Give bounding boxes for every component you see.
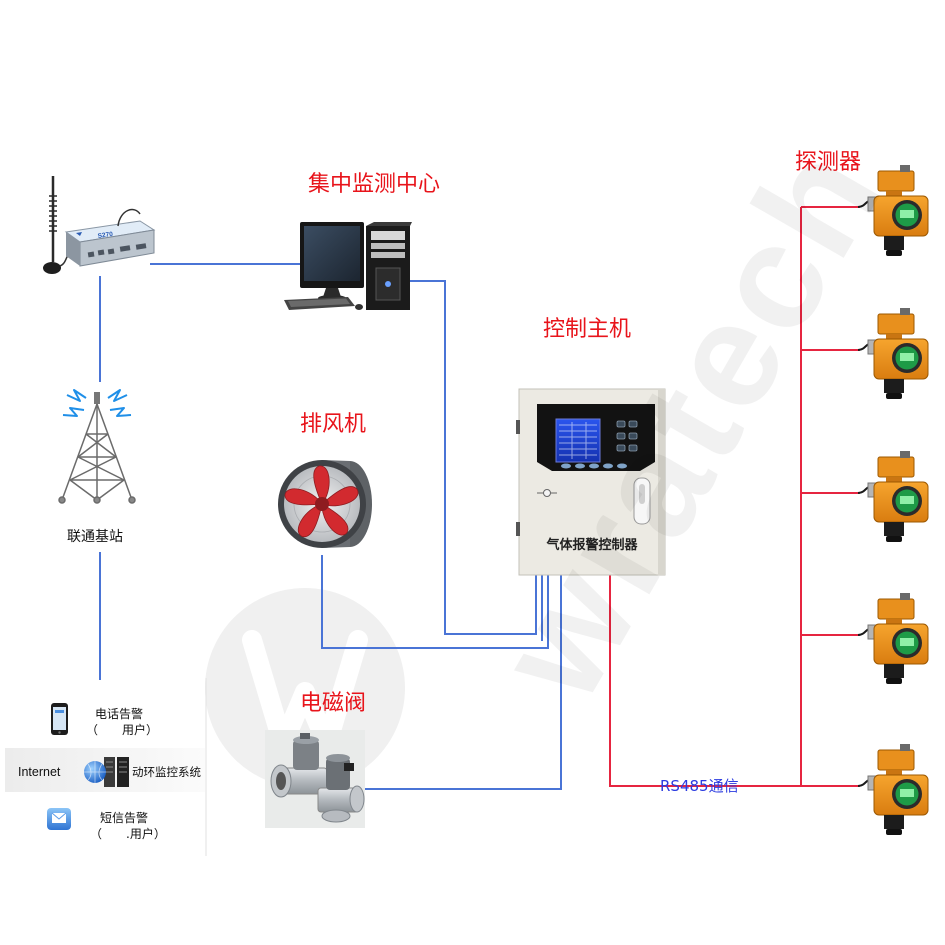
- label-solenoid-valve: 电磁阀: [300, 691, 367, 716]
- gas-detector: [857, 308, 929, 399]
- pc-tower: [366, 222, 412, 310]
- router-ports: [87, 243, 147, 258]
- label-base-station: 联通基站: [67, 529, 123, 545]
- antenna-icon: [43, 176, 71, 274]
- phone-alarm-title: 电话告警: [95, 707, 144, 721]
- label-detector: 探测器: [795, 150, 862, 175]
- monitor-screen: [304, 226, 360, 281]
- sms-alarm-title: 短信告警: [100, 811, 149, 825]
- link-monitoring-center-to-controller: [410, 280, 537, 635]
- fan-hub: [315, 497, 329, 511]
- controller-panel-title: 气体报警控制器: [546, 537, 638, 553]
- server-globe-icon: [84, 757, 129, 787]
- keypad: [616, 420, 638, 452]
- gas-detector: [857, 165, 929, 256]
- valve-coil: [326, 758, 350, 790]
- phone-alarm-note: （ 用户）: [86, 723, 159, 737]
- link-solenoid-valve-to-controller: [364, 575, 562, 790]
- label-monitoring-center: 集中监测中心: [308, 172, 441, 197]
- alarm-channels-panel: [5, 678, 207, 856]
- bus-controller-drop: [609, 575, 801, 787]
- gas-alarm-controller: 气体报警控制器: [516, 388, 666, 576]
- gas-detector: [857, 451, 929, 542]
- hinge: [516, 522, 520, 536]
- valve-coil: [293, 740, 319, 770]
- exhaust-fan: [278, 460, 372, 548]
- internet-label: Internet: [18, 765, 61, 779]
- sms-icon: [47, 808, 71, 830]
- mouse: [355, 304, 363, 310]
- phone-icon: [51, 703, 68, 735]
- 4g-router: S270: [43, 176, 156, 274]
- gas-detector: [857, 744, 929, 835]
- sms-alarm-note: （ .用户）: [90, 827, 166, 841]
- router-cable: [117, 208, 141, 227]
- label-exhaust-fan: 排风机: [300, 412, 367, 437]
- signal-waves-icon: [62, 389, 132, 417]
- router-model-label: S270: [97, 231, 113, 240]
- fan-blades: [284, 465, 359, 537]
- status-indicator: [537, 489, 557, 497]
- solenoid-valve: [265, 730, 365, 828]
- link-exhaust-fan-to-controller: [321, 555, 549, 649]
- monitoring-system-title: 动环监控系统: [132, 765, 201, 779]
- rs485-bus: [609, 206, 860, 787]
- gas-detector: [857, 593, 929, 684]
- label-control-host: 控制主机: [543, 317, 632, 342]
- label-rs485: RS485通信: [660, 777, 739, 795]
- monitoring-pc: [284, 222, 412, 310]
- hinge: [516, 420, 520, 434]
- network-links: [99, 263, 562, 790]
- function-buttons: [561, 463, 627, 469]
- base-station-tower: [58, 392, 136, 504]
